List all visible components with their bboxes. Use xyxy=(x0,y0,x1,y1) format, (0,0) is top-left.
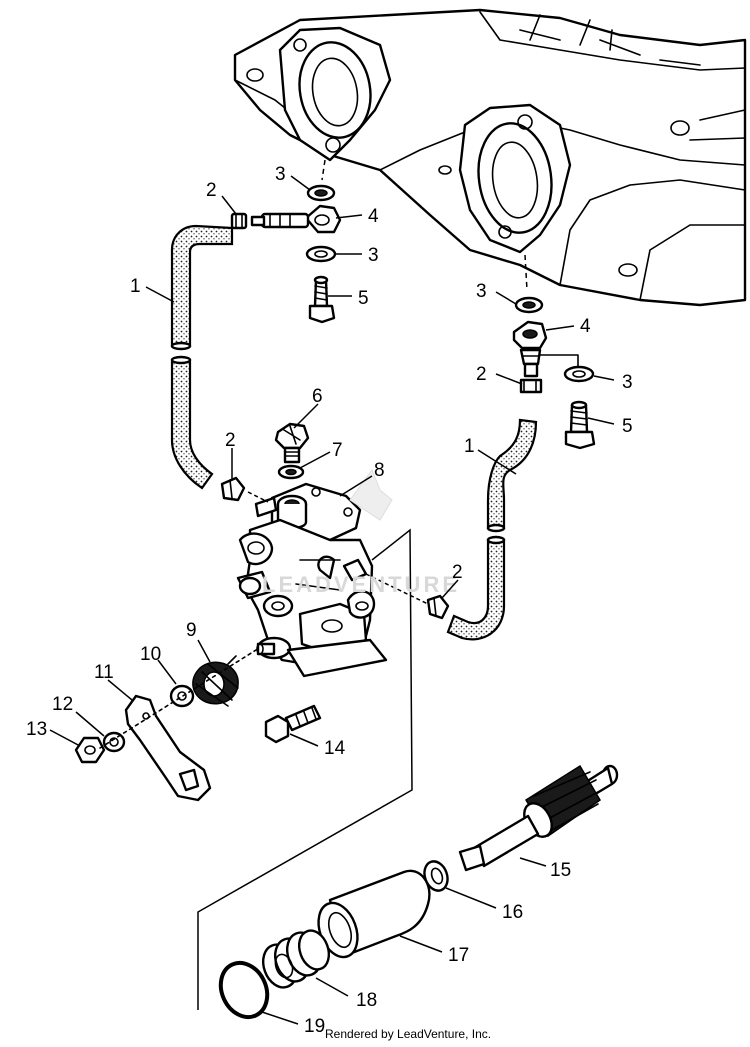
oil-pump xyxy=(236,422,429,678)
callout-7: 7 xyxy=(332,440,343,461)
callout-18: 18 xyxy=(356,990,377,1011)
callout-15: 15 xyxy=(550,860,571,881)
callout-3-mid-left: 3 xyxy=(368,245,379,266)
engine-block xyxy=(233,8,747,307)
callout-8: 8 xyxy=(374,460,385,481)
callout-leaders xyxy=(49,175,615,1025)
callout-2-right: 2 xyxy=(476,364,487,385)
callout-12: 12 xyxy=(52,694,73,715)
callout-10: 10 xyxy=(140,644,161,665)
callout-1-right: 1 xyxy=(464,436,475,457)
bolt-14 xyxy=(264,704,322,744)
hose-clamps xyxy=(220,476,450,620)
callout-6: 6 xyxy=(312,386,323,407)
watermark-text: LEADVENTURE xyxy=(262,572,460,597)
callout-13: 13 xyxy=(26,719,47,740)
callout-16: 16 xyxy=(502,902,523,923)
callout-1-left: 1 xyxy=(130,276,141,297)
callout-3-right-bottom: 3 xyxy=(622,372,633,393)
reference-frame xyxy=(197,528,413,1010)
spring-18 xyxy=(261,929,331,989)
callout-3-top-left: 3 xyxy=(275,164,286,185)
callout-11: 11 xyxy=(94,662,114,683)
oil-hoses xyxy=(170,224,538,641)
callout-4-right: 4 xyxy=(580,316,591,337)
callout-17: 17 xyxy=(448,945,469,966)
right-cylinder-fittings xyxy=(512,296,596,450)
callout-labels: 2 3 4 3 1 5 3 4 2 3 5 6 7 8 2 1 2 9 10 1… xyxy=(26,164,633,1037)
leadventure-watermark: LEADVENTURE xyxy=(262,468,460,597)
callout-19: 19 xyxy=(304,1016,325,1037)
callout-14: 14 xyxy=(324,738,346,759)
callout-4-top-left: 4 xyxy=(368,206,379,227)
callout-5-left: 5 xyxy=(358,288,369,309)
pump-lever-assembly xyxy=(74,649,257,802)
callout-5-right: 5 xyxy=(622,416,633,437)
callout-2-pump-left: 2 xyxy=(225,430,236,451)
callout-2-top-left: 2 xyxy=(206,180,217,201)
left-cylinder-fittings xyxy=(230,184,342,324)
render-credit: Rendered by LeadVenture, Inc. xyxy=(325,1027,492,1041)
callout-9: 9 xyxy=(186,620,197,641)
sleeve-17 xyxy=(317,869,431,959)
callout-3-right-top: 3 xyxy=(476,281,487,302)
drive-gear-shaft xyxy=(458,764,619,872)
callout-2-pump-right: 2 xyxy=(452,562,463,583)
o-ring-19 xyxy=(218,960,270,1020)
